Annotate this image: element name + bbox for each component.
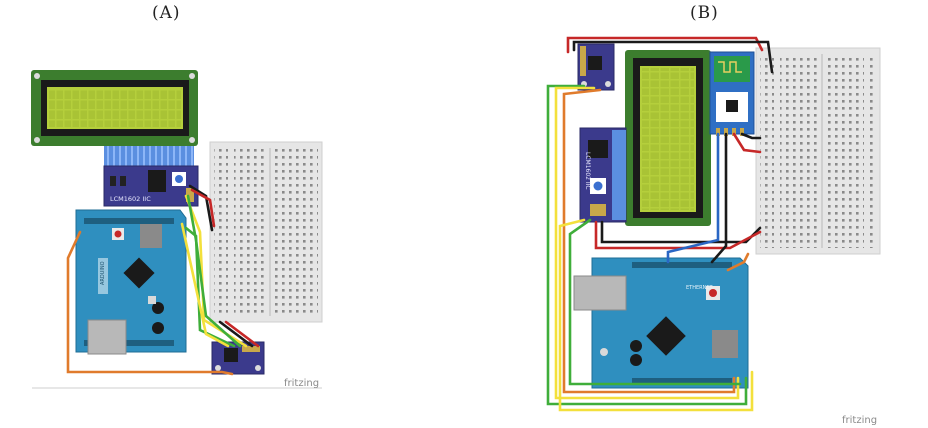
lcd-display [625,50,711,226]
panel-b-label: (B) [690,3,719,23]
breadboard [755,47,881,255]
sensor-module [211,341,265,375]
i2c-lcd-module: LCM1602 IIC [103,165,199,207]
wires-panel-a [66,184,260,376]
breadboard [209,141,323,323]
fritzing-watermark-a: fritzing [284,378,319,389]
fritzing-watermark-b: fritzing [842,415,877,426]
arduino-logo-text: ARDUINO [100,261,106,285]
i2c-module-label: LCM1602 IIC [584,152,591,190]
i2c-module-label: LCM1602 IIC [110,195,151,203]
i2c-lcd-module: LCM1602 IIC [579,127,627,223]
panel-a-label: (A) [152,3,181,23]
panel-a-diagram: LCM1602 IIC ARDUINO [31,70,323,389]
wires-panel-b [546,36,774,412]
sensor-module [577,43,615,91]
lcd-pin-header [104,146,194,168]
bluetooth-module [709,51,755,136]
lcd-display [31,70,198,146]
panel-b-diagram: LCM1602 IIC [546,36,881,426]
arduino-board: ETHERNET [573,257,749,389]
arduino-board: ARDUINO [75,209,187,355]
ethernet-label: ETHERNET [686,285,714,291]
